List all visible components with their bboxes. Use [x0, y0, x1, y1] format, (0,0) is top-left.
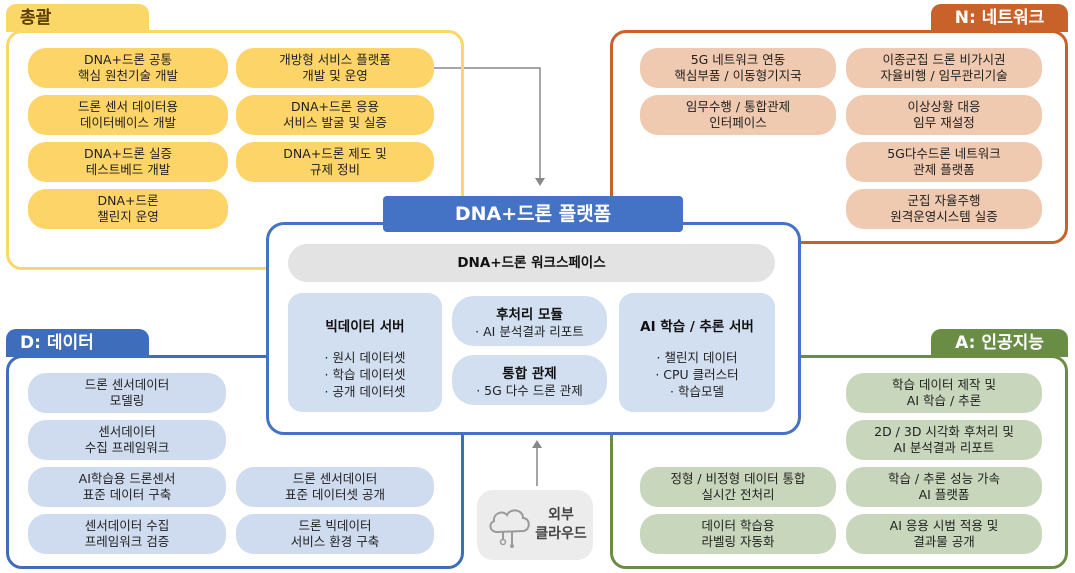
data-item[interactable]: 드론 센서데이터 모델링: [28, 373, 226, 413]
overview-label: 총괄: [6, 4, 149, 32]
arrowhead-down: [535, 178, 545, 186]
overview-item[interactable]: 드론 센서 데이터용 데이터베이스 개발: [28, 95, 228, 135]
bigdata-server-box[interactable]: 빅데이터 서버 · 원시 데이터셋 · 학습 데이터셋 · 공개 데이터셋: [288, 293, 442, 412]
ai-panel: [610, 355, 1068, 569]
platform-title: DNA+드론 플랫폼: [383, 196, 683, 232]
network-item[interactable]: 임무수행 / 통합관제 인터페이스: [640, 95, 836, 135]
integrated-control-box[interactable]: 통합 관제 · 5G 다수 드론 관제: [452, 355, 607, 405]
ai-server-title: AI 학습 / 추론 서버: [640, 319, 754, 335]
postproc-module-box[interactable]: 후처리 모듈 · AI 분석결과 리포트: [452, 296, 607, 346]
ai-server-item: · 학습모델: [670, 384, 724, 399]
ai-item[interactable]: 학습 데이터 제작 및 AI 학습 / 추론: [846, 373, 1042, 413]
ai-item[interactable]: 2D / 3D 시각화 후처리 및 AI 분석결과 리포트: [846, 420, 1042, 460]
network-item[interactable]: 이상상황 대응 임무 재설정: [846, 95, 1042, 135]
data-panel: [6, 355, 464, 569]
arrowhead-up: [532, 440, 542, 448]
overview-item[interactable]: DNA+드론 실증 테스트베드 개발: [28, 142, 228, 182]
postproc-item: · AI 분석결과 리포트: [475, 324, 584, 339]
data-item[interactable]: 드론 빅데이터 서비스 환경 구축: [236, 514, 434, 554]
network-label: N: 네트워크: [931, 4, 1068, 32]
ai-server-item: · CPU 클러스터: [655, 367, 739, 382]
ai-item[interactable]: 학습 / 추론 성능 가속 AI 플랫폼: [846, 467, 1042, 507]
bigdata-item: · 공개 데이터셋: [324, 384, 406, 399]
data-item[interactable]: 드론 센서데이터 표준 데이터셋 공개: [236, 467, 434, 507]
data-item[interactable]: AI학습용 드론센서 표준 데이터 구축: [28, 467, 226, 507]
overview-item[interactable]: 개방형 서비스 플랫폼 개발 및 운영: [236, 48, 434, 88]
network-panel: [610, 30, 1068, 244]
network-item[interactable]: 5G 네트워크 연동 핵심부품 / 이동형기지국: [640, 48, 836, 88]
bigdata-server-title: 빅데이터 서버: [325, 319, 405, 335]
overview-item[interactable]: DNA+드론 제도 및 규제 정비: [236, 142, 434, 182]
network-item[interactable]: 이종군집 드론 비가시권 자율비행 / 임무관리기술: [846, 48, 1042, 88]
external-cloud-box[interactable]: 외부 클라우드: [477, 490, 593, 560]
external-cloud-label: 외부 클라우드: [535, 507, 587, 542]
ai-server-item: · 챌린지 데이터: [656, 350, 738, 365]
overview-item[interactable]: DNA+드론 응용 서비스 발굴 및 실증: [236, 95, 434, 135]
overview-item[interactable]: DNA+드론 공통 핵심 원천기술 개발: [28, 48, 228, 88]
bigdata-item: · 학습 데이터셋: [324, 367, 406, 382]
overview-item[interactable]: DNA+드론 챌린지 운영: [28, 189, 228, 229]
ai-label: A: 인공지능: [931, 329, 1068, 357]
bigdata-item: · 원시 데이터셋: [324, 350, 406, 365]
cloud-icon: [489, 509, 530, 548]
network-item[interactable]: 5G다수드론 네트워크 관제 플랫폼: [846, 142, 1042, 182]
integrated-control-item: · 5G 다수 드론 관제: [476, 383, 583, 398]
ai-item[interactable]: 데이터 학습용 라벨링 자동화: [640, 514, 836, 554]
ai-item[interactable]: AI 응용 시범 적용 및 결과물 공개: [846, 514, 1042, 554]
data-item[interactable]: 센서데이터 수집 프레임워크 검증: [28, 514, 226, 554]
ai-server-box[interactable]: AI 학습 / 추론 서버 · 챌린지 데이터 · CPU 클러스터 · 학습모…: [619, 293, 775, 412]
workspace-bar[interactable]: DNA+드론 워크스페이스: [288, 244, 775, 282]
overview-panel: [6, 30, 464, 270]
postproc-module-title: 후처리 모듈: [496, 307, 563, 323]
integrated-control-title: 통합 관제: [502, 366, 557, 382]
network-item[interactable]: 군집 자율주행 원격운영시스템 실증: [846, 189, 1042, 229]
data-label: D: 데이터: [6, 329, 149, 357]
data-item[interactable]: 센서데이터 수집 프레임워크: [28, 420, 226, 460]
ai-item[interactable]: 정형 / 비정형 데이터 통합 실시간 전처리: [640, 467, 836, 507]
